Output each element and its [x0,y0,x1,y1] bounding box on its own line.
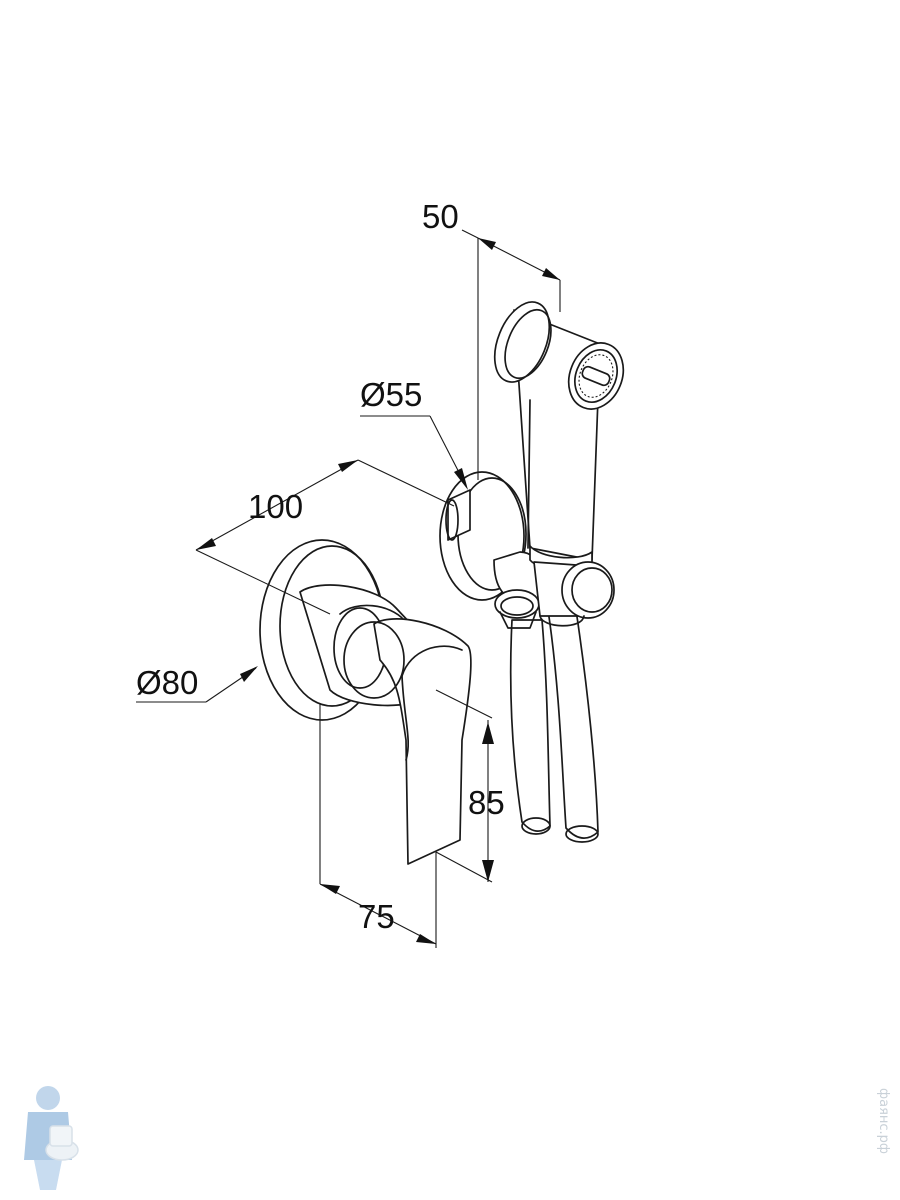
hose-right [547,609,599,839]
dimension-label-50: 50 [422,198,459,235]
dimension-label-85: 85 [468,784,505,821]
wall-holder [439,471,541,629]
dimension-labels: 50 Ø55 100 Ø80 85 75 [136,198,505,935]
mixer-handle [373,618,472,865]
dimension-lines [136,229,561,948]
hygienic-shower-assembly [439,301,625,843]
watermark-logo [24,1086,79,1190]
dimension-label-diameter-80: Ø80 [136,664,198,701]
mixer-assembly [259,539,472,865]
shower-head [493,301,625,627]
watermark-text: фаянс.рф [876,1088,891,1154]
hose-end-left [521,817,551,835]
hose-left [509,619,551,832]
dimension-label-diameter-55: Ø55 [360,376,422,413]
dimension-label-75: 75 [358,898,395,935]
hose-end-right [565,825,599,843]
dimension-label-100: 100 [248,488,303,525]
